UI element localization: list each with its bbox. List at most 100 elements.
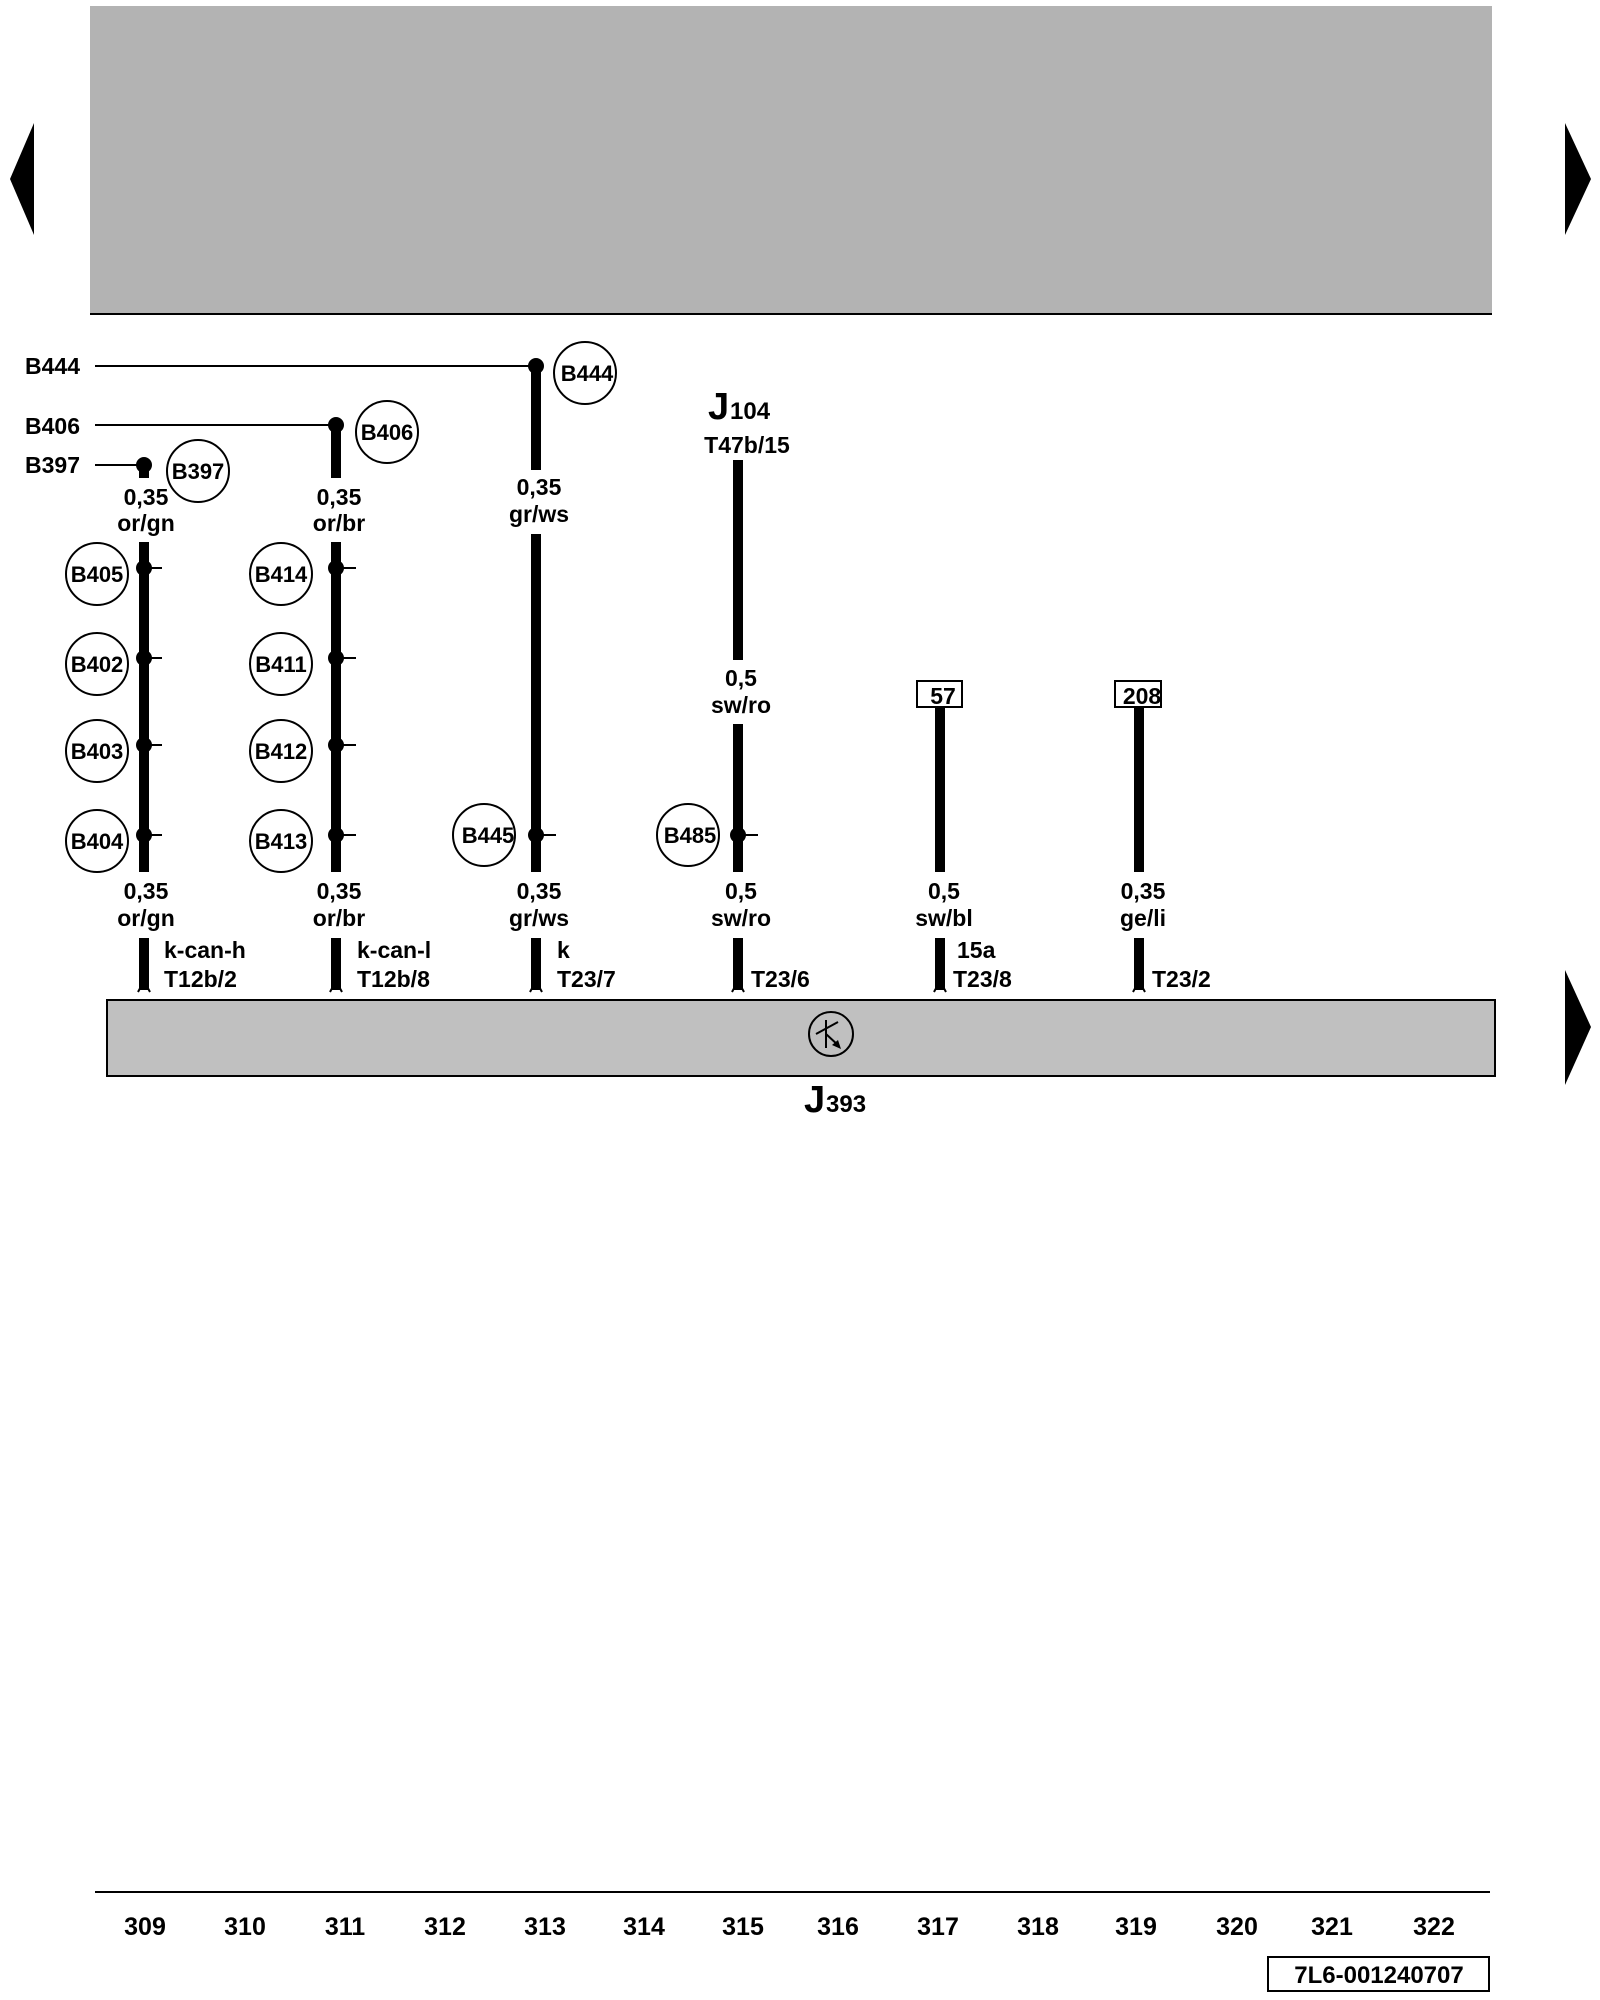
component-j104-letter: J bbox=[708, 386, 729, 428]
wire-2-top-color: or/br bbox=[313, 510, 365, 536]
node-b403-circle bbox=[65, 719, 129, 783]
wire-2-bottom-size: 0,35 bbox=[317, 878, 362, 904]
wire-4-bottom-size: 0,5 bbox=[725, 878, 757, 904]
wire-4-pin-id: T23/6 bbox=[751, 966, 810, 992]
wire-5: 57 0,5 sw/bl 15a T23/8 bbox=[915, 680, 1012, 993]
control-unit-body bbox=[106, 999, 1496, 1077]
column-number: 321 bbox=[1311, 1913, 1353, 1941]
wire-6-bottom-size: 0,35 bbox=[1121, 878, 1166, 904]
junction-dot bbox=[528, 358, 544, 374]
node-b404-circle bbox=[65, 809, 129, 873]
wire-3: B444 0,35 gr/ws B445 0,35 gr/ws k T23/7 bbox=[452, 341, 617, 993]
pin-arrow-icon bbox=[529, 978, 543, 993]
left-ref-b406: B406 bbox=[25, 413, 80, 439]
pin-arrow-icon bbox=[933, 978, 947, 993]
node-b412-circle bbox=[249, 719, 313, 783]
footer-column-numbers: 309 310 311 312 313 314 315 316 317 318 … bbox=[124, 1913, 1455, 1941]
node-b406-circle bbox=[355, 400, 419, 464]
wire-4-mid-color: sw/ro bbox=[711, 692, 771, 718]
wire-2-top-size: 0,35 bbox=[317, 484, 362, 510]
column-number: 311 bbox=[325, 1913, 365, 1941]
node-b402-label: B402 bbox=[71, 652, 124, 677]
ref-box-208-label: 208 bbox=[1123, 683, 1162, 709]
pin-arrow-icon bbox=[329, 978, 343, 993]
column-number: 315 bbox=[722, 1913, 764, 1941]
junction-dot bbox=[136, 457, 152, 473]
node-b402-circle bbox=[65, 632, 129, 696]
column-number: 317 bbox=[917, 1913, 959, 1941]
junction-dot bbox=[328, 417, 344, 433]
column-number: 320 bbox=[1216, 1913, 1258, 1941]
wire-3-top-color: gr/ws bbox=[509, 501, 569, 527]
wire-2-pin-id: T12b/8 bbox=[357, 966, 430, 992]
node-b405-label: B405 bbox=[71, 562, 124, 587]
wire-3-bottom-color: gr/ws bbox=[509, 905, 569, 931]
ref-box-208 bbox=[1114, 680, 1162, 708]
wire-3-pin-signal: k bbox=[557, 937, 570, 963]
node-b444-circle bbox=[553, 341, 617, 405]
node-b485-circle bbox=[656, 803, 720, 867]
doc-id-box bbox=[1267, 1956, 1490, 1992]
pin-arrow-icon bbox=[137, 978, 151, 993]
next-page-arrow-icon[interactable] bbox=[1565, 123, 1591, 235]
column-number: 319 bbox=[1115, 1913, 1157, 1941]
wire-4-bottom-color: sw/ro bbox=[711, 905, 771, 931]
prev-page-arrow-icon[interactable] bbox=[10, 123, 34, 235]
node-b412-label: B412 bbox=[255, 739, 308, 764]
column-number: 316 bbox=[817, 1913, 859, 1941]
node-b414-circle bbox=[249, 542, 313, 606]
wire-1-bottom-color: or/gn bbox=[117, 905, 175, 931]
node-b397-circle bbox=[166, 439, 230, 503]
node-b413-circle bbox=[249, 809, 313, 873]
column-number: 310 bbox=[224, 1913, 266, 1941]
wire-3-top-size: 0,35 bbox=[517, 474, 562, 500]
wire-6: 208 0,35 ge/li T23/2 bbox=[1114, 680, 1211, 993]
node-b445-label: B445 bbox=[462, 823, 515, 848]
wire-6-bottom-color: ge/li bbox=[1120, 905, 1166, 931]
next-lower-arrow-icon[interactable] bbox=[1565, 970, 1591, 1085]
control-unit-letter: J bbox=[804, 1079, 825, 1121]
column-number: 312 bbox=[424, 1913, 466, 1941]
component-j104-number: 104 bbox=[730, 398, 771, 425]
doc-id: 7L6-001240707 bbox=[1294, 1962, 1463, 1989]
wire-5-pin-id: T23/8 bbox=[953, 966, 1012, 992]
node-b405-circle bbox=[65, 542, 129, 606]
column-number: 322 bbox=[1413, 1913, 1455, 1941]
wire-1-pin-signal: k-can-h bbox=[164, 937, 246, 963]
node-b404-label: B404 bbox=[71, 829, 124, 854]
wire-5-pin-signal: 15a bbox=[957, 937, 996, 963]
wire-5-bottom-color: sw/bl bbox=[915, 905, 973, 931]
wire-5-bottom-size: 0,5 bbox=[928, 878, 960, 904]
wire-4: J 104 T47b/15 0,5 sw/ro B485 0,5 sw/ro T… bbox=[656, 386, 810, 993]
node-b406-label: B406 bbox=[361, 420, 414, 445]
node-b411-circle bbox=[249, 632, 313, 696]
node-b485-label: B485 bbox=[664, 823, 717, 848]
node-b413-label: B413 bbox=[255, 829, 308, 854]
ref-box-57 bbox=[916, 680, 963, 708]
left-ref-b397: B397 bbox=[25, 452, 80, 478]
control-unit-symbol-icon bbox=[808, 1011, 854, 1057]
wire-2-pin-signal: k-can-l bbox=[357, 937, 431, 963]
control-unit-number: 393 bbox=[826, 1091, 866, 1118]
wire-6-pin-id: T23/2 bbox=[1152, 966, 1211, 992]
node-b444-label: B444 bbox=[561, 361, 614, 386]
wire-1-top-size: 0,35 bbox=[124, 484, 169, 510]
component-j104-pin: T47b/15 bbox=[704, 432, 790, 458]
column-number: 314 bbox=[623, 1913, 665, 1941]
pin-arrow-icon bbox=[1132, 978, 1146, 993]
wire-3-pin-id: T23/7 bbox=[557, 966, 616, 992]
node-b411-label: B411 bbox=[255, 652, 306, 677]
column-number: 313 bbox=[524, 1913, 566, 1941]
left-ref-b444: B444 bbox=[25, 353, 80, 379]
control-unit-j393: J 393 bbox=[106, 999, 1496, 1121]
node-b445-circle bbox=[452, 803, 516, 867]
wire-4-mid-size: 0,5 bbox=[725, 665, 757, 691]
wire-1-pin-id: T12b/2 bbox=[164, 966, 237, 992]
wire-1: B397 0,35 or/gn B405 B402 B403 B404 0,35… bbox=[65, 439, 246, 993]
wire-2: B406 0,35 or/br B414 B411 B412 B413 0,35… bbox=[249, 400, 431, 993]
pin-arrow-icon bbox=[731, 978, 745, 993]
header-band bbox=[90, 6, 1492, 314]
column-number: 309 bbox=[124, 1913, 166, 1941]
node-b414-label: B414 bbox=[255, 562, 308, 587]
